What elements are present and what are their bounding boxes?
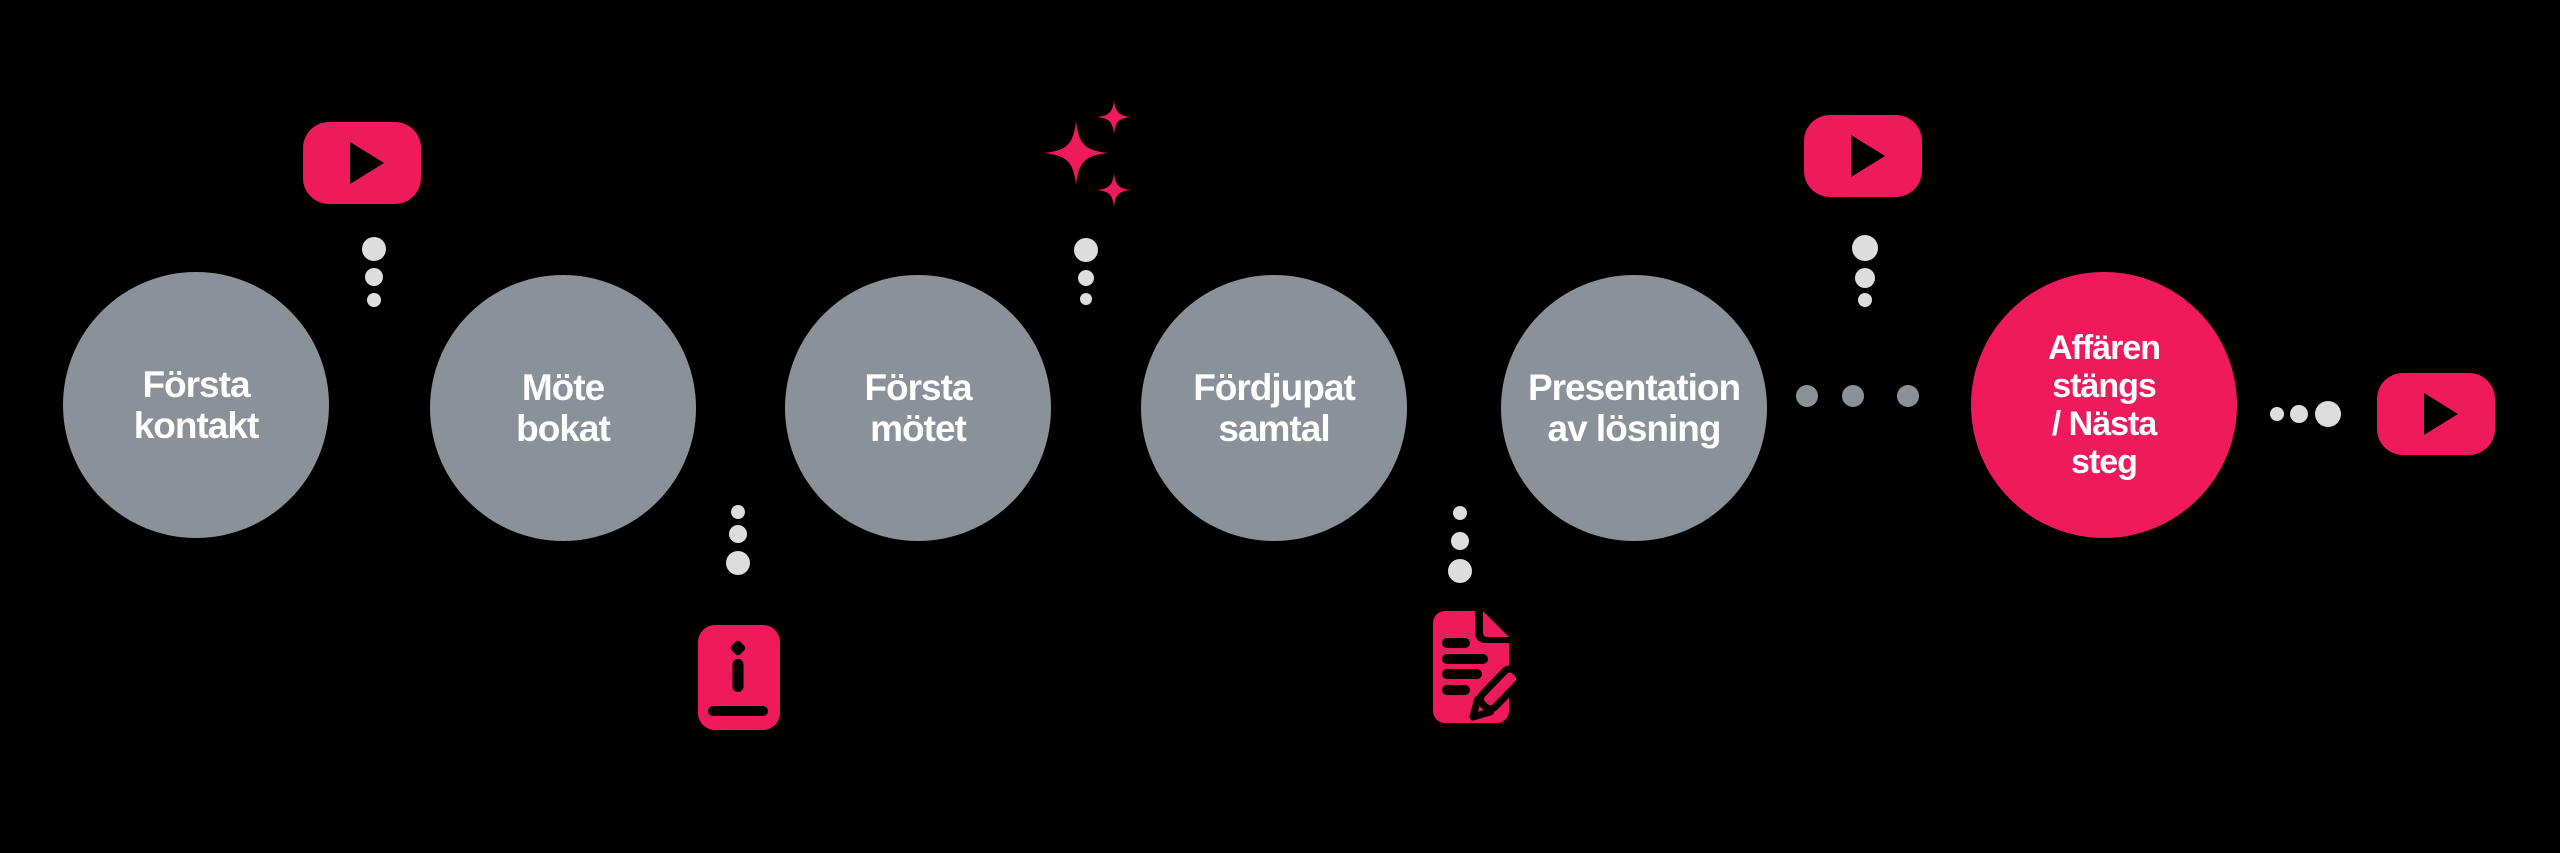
- connector-dot: [726, 551, 750, 575]
- play-triangle: [2424, 393, 2458, 435]
- connector-dot: [1897, 385, 1919, 407]
- connector-dot: [2270, 407, 2284, 421]
- connector-dot: [362, 237, 386, 261]
- connector-dot: [1074, 238, 1098, 262]
- connector-dot: [1453, 506, 1467, 520]
- connector-dot: [1855, 268, 1875, 288]
- play-triangle: [1851, 135, 1885, 177]
- connector-dot: [1451, 532, 1469, 550]
- connector-dot: [367, 293, 381, 307]
- stage-fordjupat-samtal: Fördjupat samtal: [1141, 275, 1407, 541]
- play-video-icon[interactable]: [1804, 115, 1922, 197]
- connector-dot: [365, 268, 383, 286]
- connector-dot: [731, 505, 745, 519]
- connector-dot: [1842, 385, 1864, 407]
- connector-dot: [1080, 293, 1092, 305]
- connector-dot: [1852, 235, 1878, 261]
- document-edit-icon: [1433, 611, 1519, 723]
- connector-dot: [1796, 385, 1818, 407]
- stage-presentation-av-losning: Presentation av lösning: [1501, 275, 1767, 541]
- stage-forsta-motet: Första mötet: [785, 275, 1051, 541]
- stage-forsta-kontakt: Första kontakt: [63, 272, 329, 538]
- info-book-icon: [698, 625, 780, 730]
- play-video-icon[interactable]: [2377, 373, 2495, 455]
- stage-mote-bokat: Möte bokat: [430, 275, 696, 541]
- play-triangle: [350, 142, 384, 184]
- connector-dot: [729, 525, 747, 543]
- connector-dot: [1858, 293, 1872, 307]
- connector-dot: [1448, 559, 1472, 583]
- connector-dot: [2290, 405, 2308, 423]
- sparkles-icon: [1044, 100, 1131, 207]
- stage-affaren-stangs-nasta-steg: Affären stängs / Nästa steg: [1971, 272, 2237, 538]
- play-video-icon[interactable]: [303, 122, 421, 204]
- connector-dot: [2315, 401, 2341, 427]
- connector-dot: [1078, 270, 1094, 286]
